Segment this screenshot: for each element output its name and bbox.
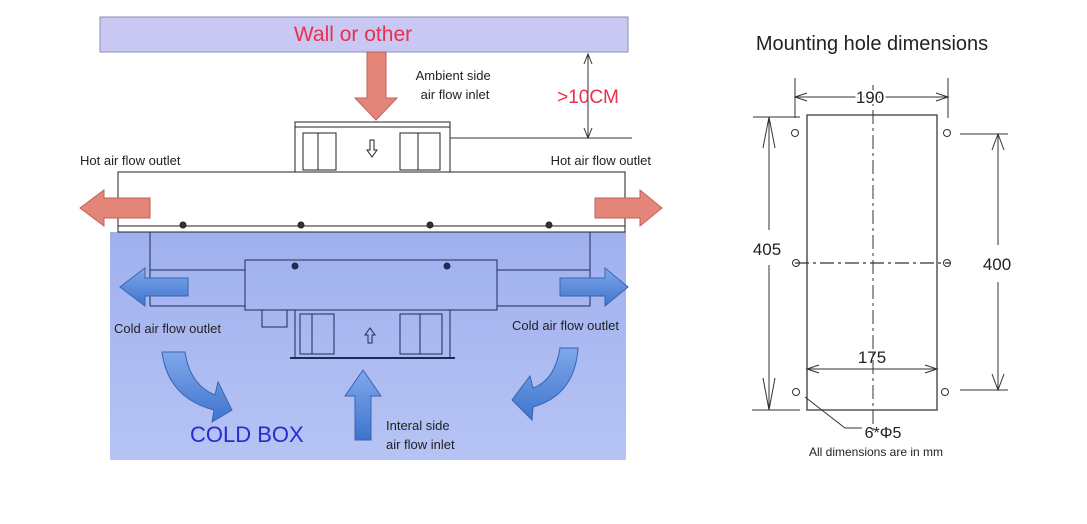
cold-outlet-left-arrow [119,266,189,308]
cold-outlet-right-label: Cold air flow outlet [512,318,619,333]
ambient-inlet-arrow [353,51,399,121]
hot-outlet-left-arrow [79,189,151,227]
airflow-diagram: Wall or other Ambient side air flow inle… [79,16,663,460]
hole [791,129,799,137]
cold-box-label: COLD BOX [190,422,304,447]
dimension-400: 400 [983,255,1011,274]
hole [941,388,949,396]
cold-outlet-right-arrow [559,266,629,308]
ambient-inlet-label: Ambient side air flow inlet [416,68,495,102]
hot-outlet-left-label: Hot air flow outlet [80,153,181,168]
hole [792,259,800,267]
units-note: All dimensions are in mm [809,445,943,459]
dimension-175: 175 [858,348,886,367]
dimension-405: 405 [753,240,781,259]
ambient-fan [294,121,451,174]
hole [943,259,951,267]
clearance-dimension [433,52,632,140]
hole [943,129,951,137]
cold-outlet-left-label: Cold air flow outlet [114,321,221,336]
hot-outlet-right-label: Hot air flow outlet [551,153,652,168]
internal-unit [149,232,591,359]
cold-curve-right-arrow [511,347,579,422]
dimension-190: 190 [856,88,884,107]
main-unit [117,171,626,233]
cold-curve-left-arrow [161,351,233,423]
mounting-title: Mounting hole dimensions [756,33,988,55]
mounting-diagram [752,78,1008,432]
hole [792,388,800,396]
hole-spec: 6*Φ5 [865,425,902,442]
internal-inlet-arrow [344,369,382,441]
hot-outlet-right-arrow [594,188,663,228]
clearance-label: >10CM [557,87,619,108]
mounting-holes [791,129,951,396]
wall-label: Wall or other [294,23,412,46]
internal-inlet-label: Interal side air flow inlet [386,418,455,452]
wall [99,16,629,53]
